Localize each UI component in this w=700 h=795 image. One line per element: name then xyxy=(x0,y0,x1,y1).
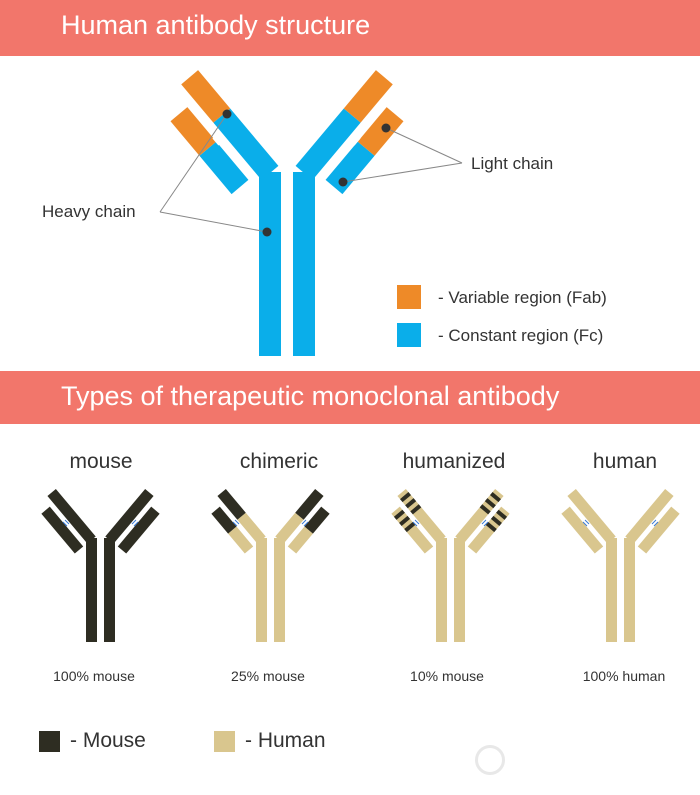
heavy-chain-left-stem xyxy=(259,172,281,356)
disulfide-bonds xyxy=(212,134,361,146)
pointer-lines xyxy=(159,113,463,233)
heavy-chain-right-constant xyxy=(295,108,361,181)
legend-mouse-swatch xyxy=(39,731,60,752)
legend-human-swatch xyxy=(214,731,235,752)
legend-variable-label: - Variable region (Fab) xyxy=(438,288,607,307)
legend-constant-label: - Constant region (Fc) xyxy=(438,326,604,345)
type-title-human: human xyxy=(592,450,658,473)
types-title: Types of therapeutic monoclonal antibody xyxy=(61,381,560,411)
antibody-human xyxy=(561,488,680,642)
type-title-chimeric: chimeric xyxy=(239,450,319,473)
heavy-chain-right-stem xyxy=(293,172,315,356)
legend-mouse-label: - Mouse xyxy=(70,729,146,752)
type-title-humanized: humanized xyxy=(402,450,506,473)
pointer-dots xyxy=(222,109,391,237)
legend-variable-swatch xyxy=(397,285,421,309)
percent-mouse: 100% mouse xyxy=(53,668,135,684)
light-chain-right-constant xyxy=(325,141,375,195)
types-banner: Types of therapeutic monoclonal antibody xyxy=(0,371,700,424)
antibody-chimeric xyxy=(211,488,330,642)
antibody-humanized xyxy=(391,488,510,642)
heavy-chain-label: Heavy chain xyxy=(42,202,136,221)
light-chain-label: Light chain xyxy=(471,154,554,173)
light-chain-left-variable xyxy=(170,107,217,156)
percent-human: 100% human xyxy=(582,668,666,684)
percent-humanized: 10% mouse xyxy=(410,668,484,684)
percent-chimeric: 25% mouse xyxy=(231,668,305,684)
heavy-chain-right-variable xyxy=(343,70,393,123)
antibody-mouse xyxy=(41,488,160,642)
watermark-logo-icon xyxy=(475,745,505,775)
light-chain-left-constant xyxy=(199,141,249,195)
legend-human-label: - Human xyxy=(245,729,326,752)
light-chain-right-variable xyxy=(357,107,404,156)
heavy-chain-left-constant xyxy=(213,108,279,181)
structure-title: Human antibody structure xyxy=(61,10,371,40)
legend-constant-swatch xyxy=(397,323,421,347)
main-antibody xyxy=(159,70,463,356)
type-title-mouse: mouse xyxy=(69,450,133,473)
structure-banner: Human antibody structure xyxy=(0,0,700,56)
heavy-chain-left-variable xyxy=(181,70,231,123)
